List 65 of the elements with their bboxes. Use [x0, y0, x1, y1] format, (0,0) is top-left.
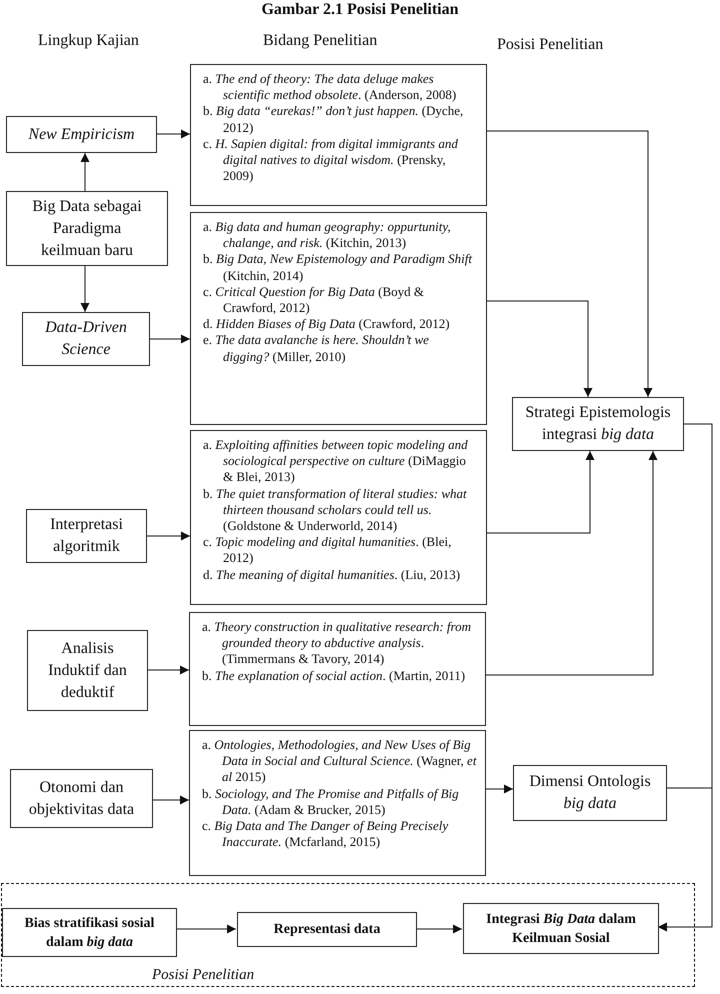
reference-list-box	[189, 612, 486, 726]
node-label: Analisis Induktif dan deduktif	[47, 638, 128, 702]
node-label: New Empiricism	[27, 124, 136, 144]
process-box	[512, 397, 684, 451]
arrow	[156, 130, 190, 138]
arrow	[486, 450, 594, 534]
node-label: Dimensi Ontologis big data	[528, 772, 652, 814]
node-label: Big Data sebagai Paradigma keilmuan baru	[31, 196, 143, 260]
arrow	[148, 666, 190, 674]
reference-entry: b. Big data “eurekas!” don’t just happen. (Dyche, 2012)	[203, 103, 464, 136]
reference-entry: a. Exploiting affinities between topic modeling and sociological perspective on culture (DiMaggio & Blei, 2013)	[203, 437, 469, 486]
arrow	[416, 924, 462, 934]
node-label: Strategi Epistemologis integrasi big data	[524, 403, 672, 445]
process-box	[26, 509, 147, 563]
process-box	[513, 765, 667, 821]
reference-entry: c. Big Data and The Danger of Being Precisely Inaccurate. (Mcfarland, 2015)	[202, 818, 450, 850]
reference-entry: e. The data avalanche is here. Shouldn’t we digging? (Miller, 2010)	[203, 332, 430, 365]
process-box	[6, 191, 168, 266]
reference-entry: a. Ontologies, Methodologies, and New Uses of Big Data in Social and Cultural Science. (Wagner, et al 2015)	[202, 737, 477, 786]
process-box	[10, 769, 153, 828]
reference-entry: a. Theory construction in qualitative research: from grounded theory to abductive analysis. (Timmermans & Tavory, 2014)	[202, 619, 472, 668]
node-label: Representasi data	[272, 921, 382, 939]
reference-entry: a. Big data and human geography: oppurtunity, chalange, and risk. (Kitchin, 2013)	[203, 219, 452, 252]
group-label: Posisi Penelitian	[152, 967, 254, 984]
column-header: Lingkup Kajian	[38, 32, 139, 50]
process-box	[22, 312, 150, 366]
reference-entry: d. The meaning of digital humanities. (Liu, 2013)	[203, 566, 462, 583]
reference-entry: b. Big Data, New Epistemology and Paradigm Shift (Kitchin, 2014)	[203, 251, 474, 284]
arrow	[658, 788, 712, 932]
reference-entry: c. H. Sapien digital: from digital immigrants and digital natives to digital wisdom. (Prensky, 2009)	[203, 136, 459, 184]
process-box	[6, 116, 157, 153]
column-header: Bidang Penelitian	[263, 32, 378, 50]
reference-list-box	[190, 212, 487, 425]
node-label: Data-Driven Science	[44, 318, 128, 360]
arrow	[486, 300, 592, 398]
reference-entry: c. Topic modeling and digital humanities. (Blei, 2012)	[203, 534, 452, 567]
arrow	[150, 334, 190, 344]
process-box	[27, 630, 148, 711]
reference-entry: a. The end of theory: The data deluge makes scientific method obsolete. (Anderson, 2008)	[203, 71, 458, 104]
node-label: Otonomi dan objektivitas data	[28, 778, 136, 820]
reference-entry: c. Critical Question for Big Data (Boyd & Crawford, 2012)	[203, 284, 426, 316]
process-box	[463, 903, 659, 954]
reference-list-box	[190, 430, 487, 605]
figure-title: Gambar 2.1 Posisi Penelitian	[260, 2, 460, 18]
reference-entry: b. The explanation of social action. (Martin, 2011)	[202, 668, 466, 684]
reference-list-box	[189, 730, 486, 876]
dashed-group-frame	[1, 883, 695, 987]
reference-entry: b. Sociology, and The Promise and Pitfalls of Big Data. (Adam & Brucker, 2015)	[202, 786, 460, 818]
arrow	[80, 266, 90, 312]
process-box	[237, 912, 417, 947]
column-header: Posisi Penelitian	[497, 36, 604, 54]
reference-list-box	[190, 64, 487, 206]
arrow	[146, 532, 190, 540]
arrow	[176, 924, 236, 934]
node-label: Integrasi Big Data dalam Keilmuan Sosial	[485, 910, 637, 948]
arrow	[486, 130, 652, 398]
arrow	[152, 796, 190, 804]
node-label: Interpretasi algoritmik	[49, 515, 124, 557]
process-box	[2, 908, 177, 957]
arrow	[486, 450, 658, 676]
node-label: Bias stratifikasi sosial dalam big data	[24, 914, 156, 952]
arrow	[80, 152, 90, 192]
reference-entry: d. Hidden Biases of Big Data (Crawford, 2012)	[203, 316, 451, 332]
reference-entry: b. The quiet transformation of literal studies: what thirteen thousand scholars could tell us. (Goldstone & Underworld, 2014)	[203, 486, 468, 534]
arrow	[486, 784, 514, 794]
